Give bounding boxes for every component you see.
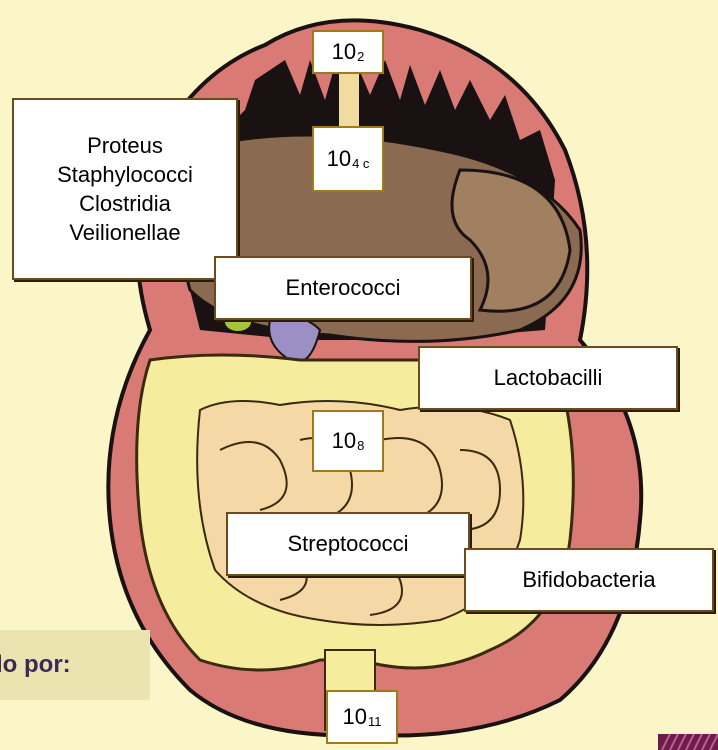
count-base: 10 (327, 146, 351, 172)
count-exponent: 2 (357, 49, 364, 64)
label-bifidobacteria: Bifidobacteria (464, 548, 714, 612)
count-exponent: 11 (368, 714, 382, 729)
count-base: 10 (343, 704, 367, 730)
count-stomach: 104 c (312, 126, 384, 192)
count-base: 10 (332, 428, 356, 454)
corner-decoration (658, 734, 718, 750)
count-base: 10 (332, 39, 356, 65)
caption-fragment: lo por: (0, 630, 150, 700)
label-enterococci: Enterococci (214, 256, 472, 320)
label-lactobacilli: Lactobacilli (418, 346, 678, 410)
label-veilionellae: Veilionellae (69, 218, 180, 247)
label-streptococci: Streptococci (226, 512, 470, 576)
count-colon: 1011 (326, 690, 398, 744)
count-small-intestine: 108 (312, 410, 384, 472)
caption-text: lo por: (0, 651, 71, 679)
label-stomach-group: Proteus Staphylococci Clostridia Veilion… (12, 98, 238, 280)
label-staphylococci: Staphylococci (57, 160, 193, 189)
count-exponent: 4 c (352, 156, 369, 171)
count-exponent: 8 (357, 438, 364, 453)
label-clostridia: Clostridia (79, 189, 171, 218)
count-esophagus: 102 (312, 30, 384, 74)
label-proteus: Proteus (87, 131, 163, 160)
